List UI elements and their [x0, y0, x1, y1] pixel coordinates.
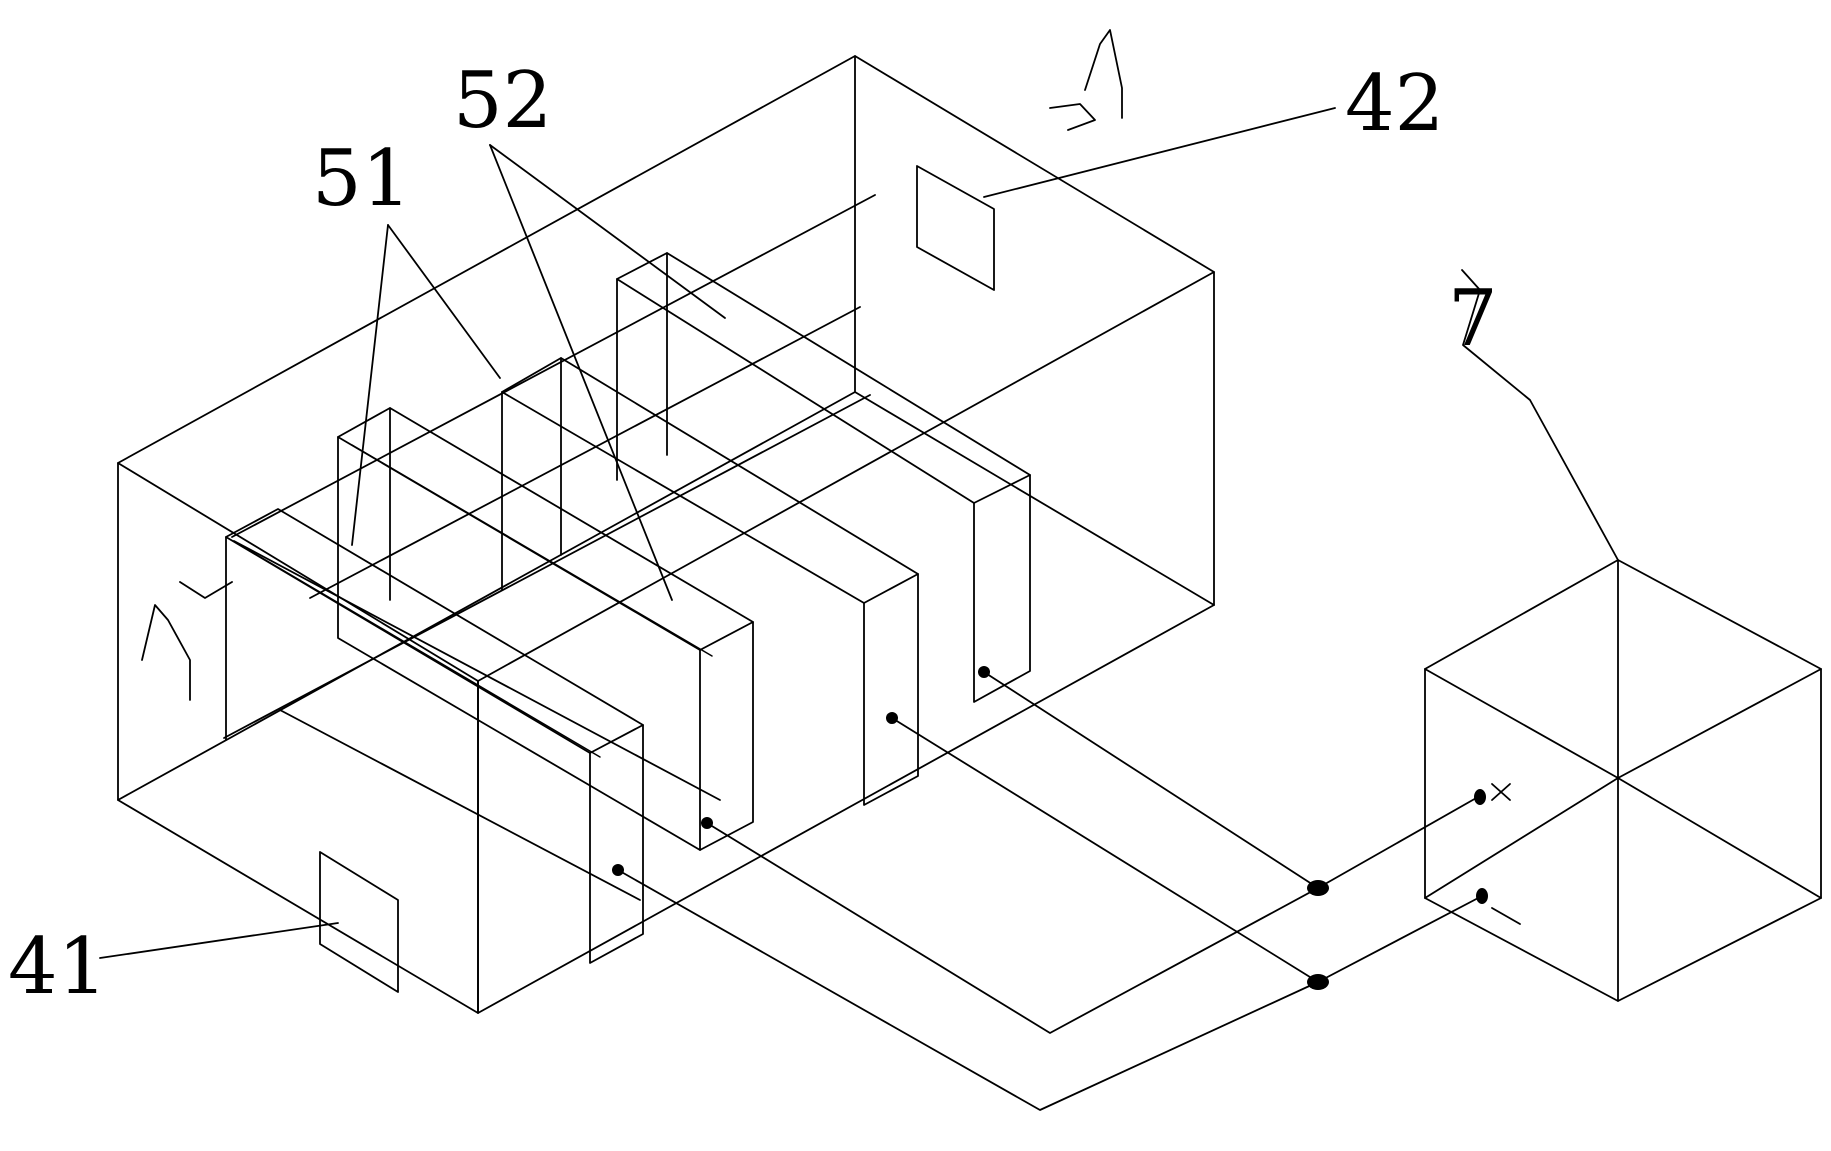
wire-5	[1317, 895, 1483, 983]
controller-terminal-cross-mark	[1491, 783, 1511, 801]
enclosure-box	[117, 55, 1215, 1014]
wire-2	[706, 822, 1319, 1034]
controller-terminal-tick-mark	[1491, 907, 1521, 925]
junction-node-lower	[1307, 974, 1329, 990]
module-third	[501, 357, 919, 806]
module-front	[225, 508, 644, 1014]
junction-node-upper	[1307, 880, 1329, 896]
enclosure-front-left-face-edges	[117, 462, 479, 1014]
leader-line-7	[1461, 269, 1619, 561]
ref-label-42: 42	[1345, 59, 1444, 149]
enclosure-back-edges	[117, 55, 1215, 801]
flow-arrow-left-icon	[141, 581, 233, 701]
leader-line-51-a	[351, 224, 389, 546]
wire-4	[983, 671, 1479, 889]
leader-line-51-b	[387, 224, 501, 379]
flow-arrow-right-icon	[1049, 29, 1123, 131]
module-back	[616, 252, 1031, 703]
leader-line-42	[983, 107, 1336, 198]
leader-line-41	[99, 922, 339, 959]
inlet-opening-41	[319, 851, 399, 993]
controller-cube	[1424, 559, 1822, 1002]
enclosure-front-right-face-edges	[477, 271, 1215, 1014]
ref-label-52: 52	[453, 56, 552, 146]
controller-terminal-upper	[1474, 789, 1486, 805]
outlet-opening-42	[916, 165, 995, 291]
ref-label-7: 7	[1448, 274, 1498, 364]
wire-1	[617, 869, 1319, 1111]
leader-line-52-b	[489, 144, 726, 319]
ref-label-51: 51	[312, 134, 411, 224]
module-second	[337, 407, 754, 851]
wire-3	[891, 717, 1319, 983]
ref-label-41: 41	[8, 922, 107, 1012]
inner-frame-rails	[223, 194, 876, 901]
leader-line-52-a	[489, 144, 673, 601]
controller-terminal-lower	[1476, 888, 1488, 904]
